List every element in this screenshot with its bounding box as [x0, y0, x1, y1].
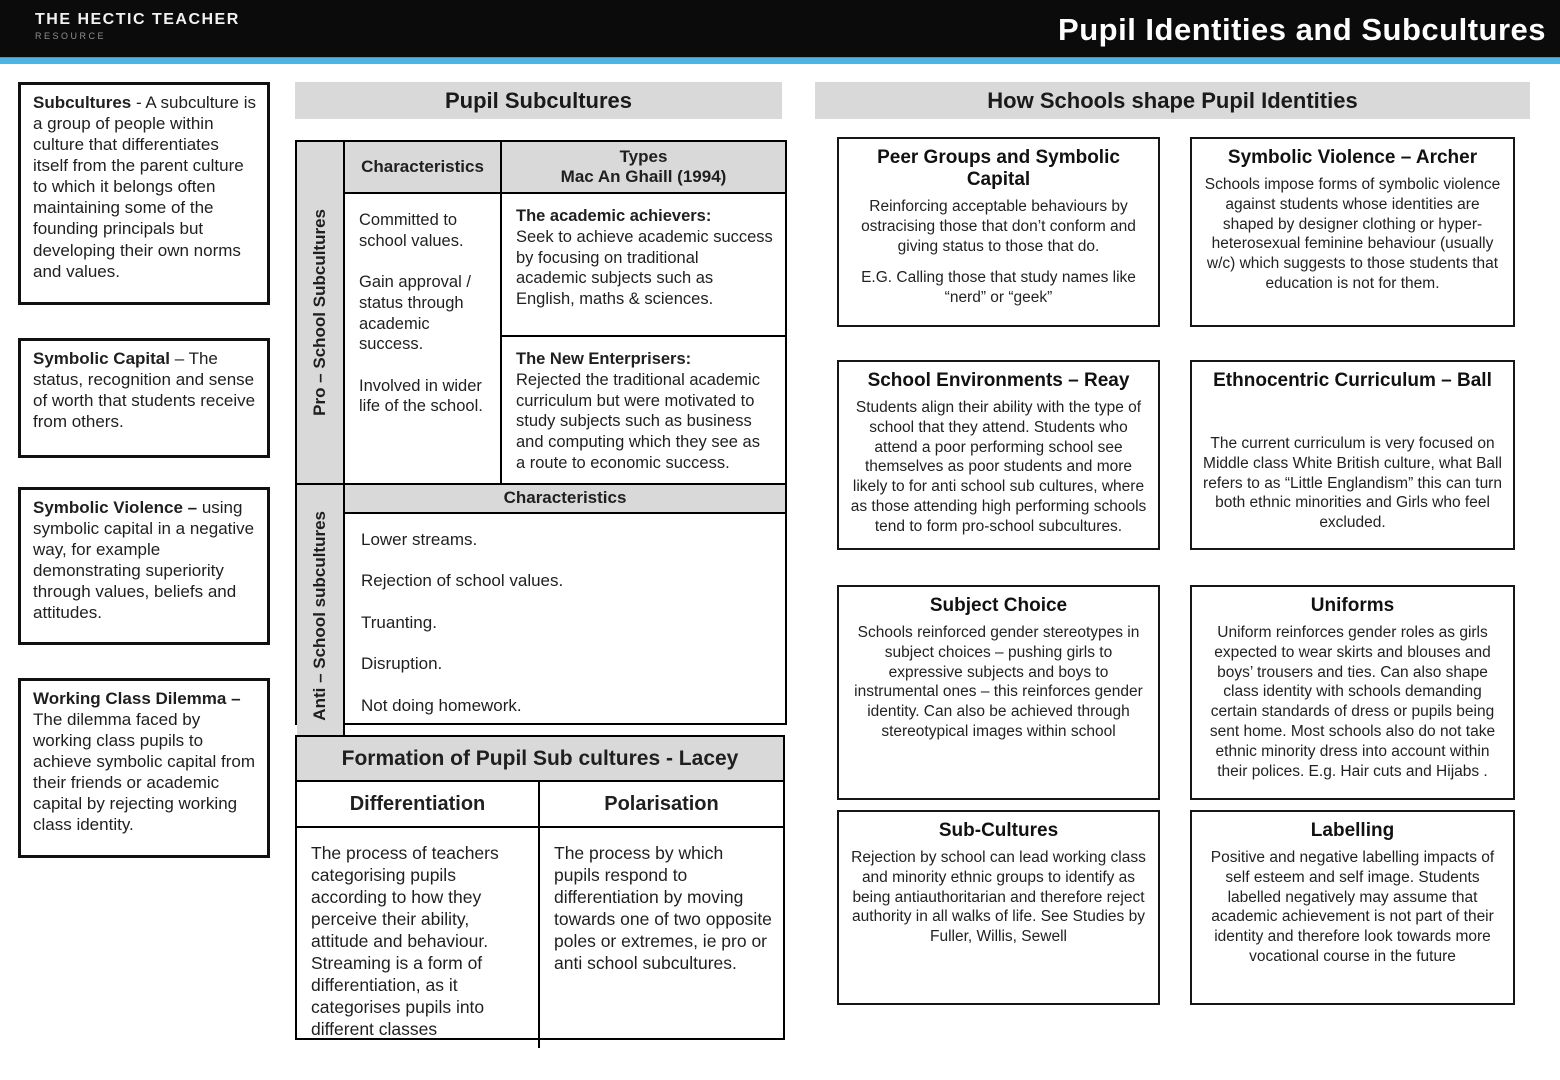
identity-box-labelling: Labelling Positive and negative labellin… [1190, 810, 1515, 1005]
identity-box-peer-groups: Peer Groups and Symbolic Capital Reinfor… [837, 137, 1160, 327]
pro-school-side-label: Pro – School Subcultures [310, 209, 329, 416]
identity-box-title: Peer Groups and Symbolic Capital [877, 147, 1120, 190]
lacey-col-header-polarisation: Polarisation [540, 782, 783, 828]
identity-box-text: Rejection by school can lead working cla… [851, 849, 1146, 946]
anti-characteristics-header: Characteristics [345, 485, 785, 514]
definition-box-subcultures: Subcultures - A subculture is a group of… [18, 82, 270, 305]
identity-box-subject-choice: Subject Choice Schools reinforced gender… [837, 585, 1160, 800]
definition-text: The dilemma faced by working class pupil… [33, 710, 256, 835]
identity-box-title: Subject Choice [929, 595, 1068, 616]
logo-subtitle: RESOURCE [35, 31, 107, 41]
page-title: Pupil Identities and Subcultures [1058, 12, 1546, 47]
identity-box-uniforms: Uniforms Uniform reinforces gender roles… [1190, 585, 1515, 800]
anti-characteristic-item: Rejection of school values. [361, 571, 564, 591]
identity-box-text: Students align their ability with the ty… [850, 399, 1147, 535]
anti-characteristic-item: Lower streams. [361, 530, 478, 549]
types-header-line1: Types [619, 146, 668, 166]
anti-characteristic-item: Truanting. [361, 612, 437, 632]
identity-box-title: Ethnocentric Curriculum – Ball [1213, 370, 1492, 391]
anti-school-side-label: Anti – School subcultures [310, 511, 329, 721]
characteristics-column-header: Characteristics [345, 142, 502, 194]
anti-characteristic-item: Disruption. [361, 654, 443, 674]
type-description: Rejected the traditional academic curric… [516, 370, 760, 472]
definition-text: - A subculture is a group of people with… [33, 93, 256, 281]
types-column-header: Types Mac An Ghaill (1994) [502, 142, 785, 194]
lacey-col-text-polarisation: The process by which pupils respond to d… [554, 843, 772, 974]
definition-text: using symbolic capital in a negative way… [33, 498, 255, 623]
section-title-pupil-subcultures: Pupil Subcultures [295, 82, 782, 119]
definition-text: – The status, recognition and sense of w… [33, 349, 256, 432]
identity-box-ethnocentric-curriculum: Ethnocentric Curriculum – Ball The curre… [1190, 360, 1515, 550]
lacey-col-text-differentiation: The process of teachers categorising pup… [297, 828, 540, 1049]
identity-box-text: Reinforcing acceptable behaviours by ost… [861, 198, 1136, 255]
lacey-title: Formation of Pupil Sub cultures - Lacey [297, 737, 783, 782]
characteristic-item: Committed to school values. [359, 211, 464, 250]
logo-text: THE HECTIC TEACHER [35, 11, 240, 28]
type-name: The New Enterprisers: [516, 350, 692, 368]
identity-box-symbolic-violence-archer: Symbolic Violence – Archer Schools impos… [1190, 137, 1515, 327]
pupil-subcultures-table: Pro – School Subcultures Characteristics… [295, 140, 787, 747]
type-description: Seek to achieve academic success by focu… [516, 227, 773, 309]
definition-term: Symbolic Capital [33, 349, 170, 368]
definition-box-symbolic-capital: Symbolic Capital – The status, recogniti… [18, 338, 270, 458]
definition-term: Working Class Dilemma – [33, 689, 241, 708]
identity-box-title: Labelling [1310, 820, 1395, 841]
identity-box-text: Uniform reinforces gender roles as girls… [1209, 624, 1496, 780]
app-logo: THE HECTIC TEACHER RESOURCE [35, 11, 240, 41]
identity-box-text: The current curriculum is very focused o… [1203, 435, 1502, 532]
top-banner: THE HECTIC TEACHER RESOURCE Pupil Identi… [0, 0, 1560, 57]
identity-box-school-environments: School Environments – Reay Students alig… [837, 360, 1160, 550]
identity-box-text: Positive and negative labelling impacts … [1210, 849, 1495, 966]
identity-box-title: School Environments – Reay [867, 370, 1130, 391]
definition-box-symbolic-violence: Symbolic Violence – using symbolic capit… [18, 487, 270, 645]
identity-box-sub-cultures: Sub-Cultures Rejection by school can lea… [837, 810, 1160, 1005]
characteristic-item: Gain approval / status through academic … [359, 273, 471, 354]
types-header-line2: Mac An Ghaill (1994) [560, 167, 727, 186]
type-name: The academic achievers: [516, 207, 712, 225]
identity-box-title: Uniforms [1310, 595, 1395, 616]
identity-box-title: Symbolic Violence – Archer [1227, 147, 1478, 168]
pro-school-side-cell: Pro – School Subcultures [297, 142, 345, 485]
anti-characteristics-cell: Lower streams. Rejection of school value… [345, 514, 785, 747]
anti-characteristic-item: Not doing homework. [361, 695, 522, 715]
lacey-formation-table: Formation of Pupil Sub cultures - Lacey … [295, 735, 785, 1049]
identity-box-text: Schools reinforced gender stereotypes in… [854, 624, 1143, 741]
type-academic-achievers-cell: The academic achievers: Seek to achieve … [502, 194, 785, 337]
identity-box-text: E.G. Calling those that study names like… [861, 269, 1136, 307]
definition-box-working-class-dilemma: Working Class Dilemma – The dilemma face… [18, 678, 270, 858]
anti-school-side-cell: Anti – School subcultures [297, 485, 345, 747]
lacey-col-header-differentiation: Differentiation [297, 782, 540, 828]
definition-term: Subcultures [33, 93, 132, 112]
characteristic-item: Involved in wider life of the school. [359, 376, 483, 416]
identity-box-title: Sub-Cultures [938, 820, 1059, 841]
section-title-identities: How Schools shape Pupil Identities [815, 82, 1530, 119]
definition-term: Symbolic Violence – [33, 498, 198, 517]
identity-box-text: Schools impose forms of symbolic violenc… [1204, 176, 1501, 293]
pro-characteristics-cell: Committed to school values. Gain approva… [345, 194, 502, 485]
accent-strip [0, 57, 1560, 64]
type-new-enterprisers-cell: The New Enterprisers: Rejected the tradi… [502, 337, 785, 485]
